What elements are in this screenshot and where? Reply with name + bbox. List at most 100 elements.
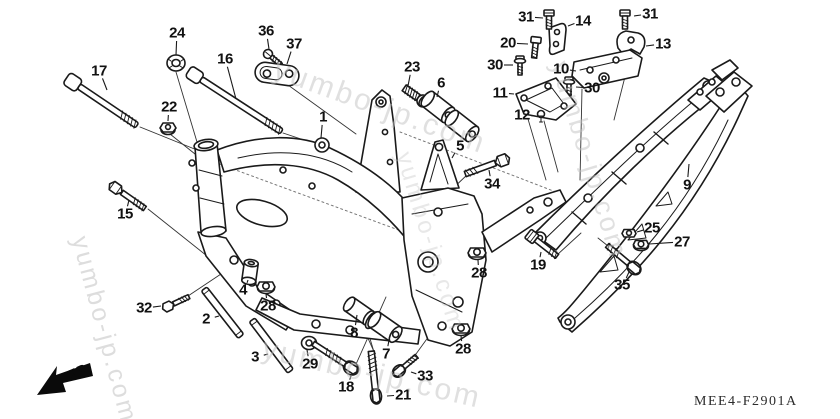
bushing-4: [241, 259, 258, 286]
callout-28: 28: [455, 340, 471, 358]
leader-line: [126, 199, 130, 207]
callout-9: 9: [683, 176, 691, 194]
rod-16: [185, 66, 285, 137]
callout-20: 20: [500, 34, 516, 52]
callout-28: 28: [260, 297, 276, 315]
callout-19: 19: [530, 256, 546, 274]
bracket-10: [572, 50, 642, 88]
leader-line: [152, 305, 162, 308]
stay-bracket-5: [421, 140, 459, 190]
callout-8: 8: [350, 324, 358, 342]
bolt-30-upper: [515, 56, 526, 75]
nut-27: [633, 240, 648, 250]
leader-line: [645, 44, 655, 47]
leader-line: [636, 229, 644, 233]
leader-line: [625, 271, 630, 279]
callout-18: 18: [338, 378, 354, 396]
leader-line: [214, 315, 220, 318]
leader-line: [687, 163, 690, 178]
leader-line: [246, 279, 249, 284]
leader-line: [354, 314, 358, 326]
leader-line: [306, 349, 309, 357]
leader-line: [286, 51, 292, 65]
main-frame: [189, 90, 566, 346]
bolt-35: [603, 241, 643, 278]
callout-2: 2: [202, 310, 210, 328]
callout-3: 3: [251, 348, 259, 366]
part-code: MEE4-F2901A: [694, 394, 798, 409]
leader-line: [101, 78, 108, 91]
callout-24: 24: [169, 24, 185, 42]
leader-line: [226, 66, 237, 100]
bracket-13: [617, 31, 645, 54]
callout-33: 33: [417, 367, 433, 385]
callout-6: 6: [437, 74, 445, 92]
leader-line: [516, 42, 529, 45]
rod-2: [201, 287, 243, 339]
callout-13: 13: [655, 35, 671, 53]
leader-line: [569, 69, 577, 72]
callout-37: 37: [286, 35, 302, 53]
callout-21: 21: [395, 386, 411, 404]
callout-34: 34: [484, 175, 500, 193]
leader-line: [386, 394, 395, 397]
callout-10: 10: [553, 60, 569, 78]
bracket-14: [549, 24, 566, 55]
callout-15: 15: [117, 205, 133, 223]
fr-arrow-icon: [37, 363, 93, 395]
leader-line: [575, 86, 584, 89]
callout-36: 36: [258, 22, 274, 40]
callout-17: 17: [91, 62, 107, 80]
bushing-7: [366, 310, 405, 345]
rear-subframe-9: [558, 60, 752, 332]
callout-30: 30: [584, 79, 600, 97]
pivot-plate: [402, 188, 486, 346]
bolt-31-right: [620, 10, 630, 29]
callout-31: 31: [642, 5, 658, 23]
callout-16: 16: [217, 50, 233, 68]
leader-line: [633, 14, 642, 17]
leader-line: [451, 152, 456, 159]
screw-12: [538, 111, 545, 123]
rod-17: [63, 72, 141, 131]
leader-line: [320, 124, 323, 139]
leader-line: [410, 371, 417, 375]
callout-5: 5: [456, 137, 464, 155]
nut-28-left: [257, 282, 275, 294]
leader-line: [407, 74, 411, 87]
rod-3: [249, 318, 293, 373]
assembly-lines: [140, 57, 630, 371]
leader-line: [387, 339, 390, 347]
nut-28-lower: [452, 324, 470, 336]
callout-12: 12: [514, 106, 530, 124]
upper-stay-plate: [356, 90, 400, 192]
bracket-11: [516, 78, 576, 120]
callout-7: 7: [382, 345, 390, 363]
leader-line: [567, 23, 575, 27]
bolt-15: [107, 180, 148, 213]
leader-line: [175, 40, 178, 56]
leader-line: [460, 335, 463, 342]
bushings-6: [419, 89, 482, 144]
head-tube: [189, 138, 227, 238]
callout-23: 23: [404, 58, 420, 76]
callout-4: 4: [239, 281, 247, 299]
callout-31: 31: [518, 8, 534, 26]
callout-11: 11: [492, 84, 508, 102]
callout-27: 27: [674, 233, 690, 251]
callout-28: 28: [471, 264, 487, 282]
bolt-32: [161, 293, 191, 313]
nut-28-mid: [468, 248, 486, 260]
callout-32: 32: [136, 299, 152, 317]
bolt-19: [525, 229, 561, 260]
nut-22: [160, 123, 176, 135]
callout-1: 1: [319, 108, 327, 126]
seat-rail-assembly: [534, 76, 728, 250]
leader-line: [265, 293, 268, 299]
grommet-24: [167, 55, 185, 71]
bolt-34: [463, 153, 511, 179]
bolt-33: [390, 352, 420, 380]
